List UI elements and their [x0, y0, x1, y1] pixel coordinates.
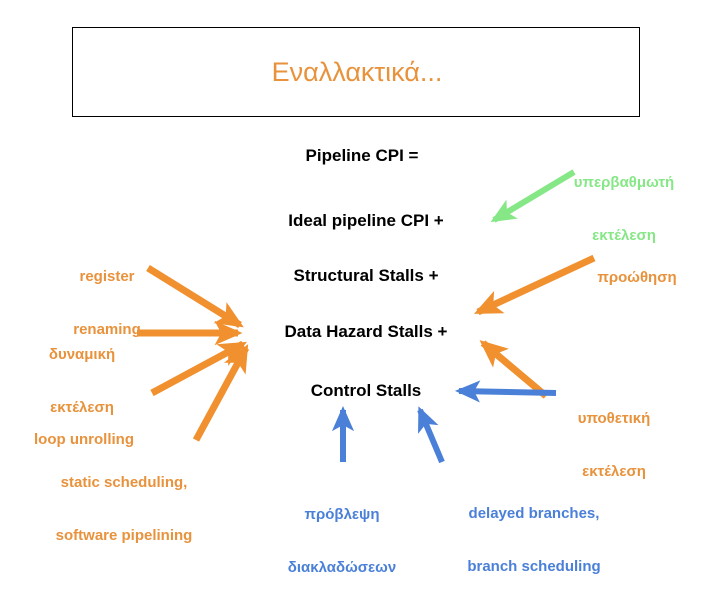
annotation-speculative-execution-line2: εκτέλεση — [582, 463, 646, 481]
annotation-delayed-branches-line2: branch scheduling — [467, 558, 601, 576]
annotation-speculative-execution: υποθετική εκτέλεση — [578, 375, 651, 517]
annotation-static-scheduling-line1: static scheduling, — [60, 474, 188, 492]
equation-term-control-stalls: Control Stalls — [310, 381, 422, 400]
arrow-register-renaming-to-data-hazard — [146, 265, 244, 328]
equation-term-data-hazard-stalls: Data Hazard Stalls + — [284, 322, 448, 341]
annotation-loop-unrolling: loop unrolling — [34, 396, 134, 484]
arrow-static-scheduling-to-data-hazard — [192, 344, 250, 442]
equation-heading: Pipeline CPI = — [305, 146, 419, 165]
annotation-dynamic-execution: δυναμική εκτέλεση — [49, 311, 115, 453]
annotation-superpipelining-line1: υπερβαθμωτή — [573, 174, 675, 192]
arrow-delayed-branches-to-control-stalls — [417, 406, 445, 464]
annotation-delayed-branches: delayed branches, branch scheduling — [467, 470, 600, 612]
arrow-loop-unrolling-to-data-hazard — [150, 340, 247, 397]
annotation-register-renaming: register renaming — [73, 233, 141, 375]
annotation-branch-prediction-line2: διακλαδώσεων — [287, 559, 397, 577]
annotation-branch-prediction: πρόβλεψη διακλαδώσεων — [288, 471, 396, 613]
arrow-superpipelining-to-ideal-cpi — [490, 169, 576, 223]
annotation-superpipelining-line2: εκτέλεση — [592, 227, 656, 245]
annotation-delayed-branches-line1: delayed branches, — [468, 505, 600, 523]
annotation-static-scheduling: static scheduling, software pipelining — [56, 439, 193, 581]
slide-canvas: Εναλλακτικά... — [34, 27, 677, 577]
annotation-forwarding: προώθηση — [597, 234, 676, 322]
annotation-speculative-execution-line1: υποθετική — [577, 410, 651, 428]
annotation-dynamic-execution-line1: δυναμική — [48, 346, 116, 364]
annotation-branch-prediction-line1: πρόβλεψη — [304, 506, 380, 524]
equation-term-ideal-pipeline-cpi: Ideal pipeline CPI + — [288, 211, 444, 230]
arrow-speculative-to-control-stalls — [454, 380, 557, 403]
annotation-static-scheduling-line2: software pipelining — [55, 527, 193, 545]
annotation-forwarding-line1: προώθηση — [597, 269, 677, 287]
annotation-register-renaming-line1: register — [79, 268, 135, 286]
annotation-dynamic-execution-line2: εκτέλεση — [50, 399, 114, 417]
arrow-speculative-to-data-hazard — [479, 340, 549, 399]
page-title: Εναλλακτικά... — [271, 57, 443, 87]
annotation-loop-unrolling-line1: loop unrolling — [34, 431, 134, 449]
annotation-register-renaming-line2: renaming — [73, 321, 141, 339]
title-box: Εναλλακτικά... — [72, 27, 640, 117]
equation-term-structural-stalls: Structural Stalls + — [293, 266, 439, 285]
annotation-superpipelining: υπερβαθμωτή εκτέλεση — [574, 139, 674, 281]
